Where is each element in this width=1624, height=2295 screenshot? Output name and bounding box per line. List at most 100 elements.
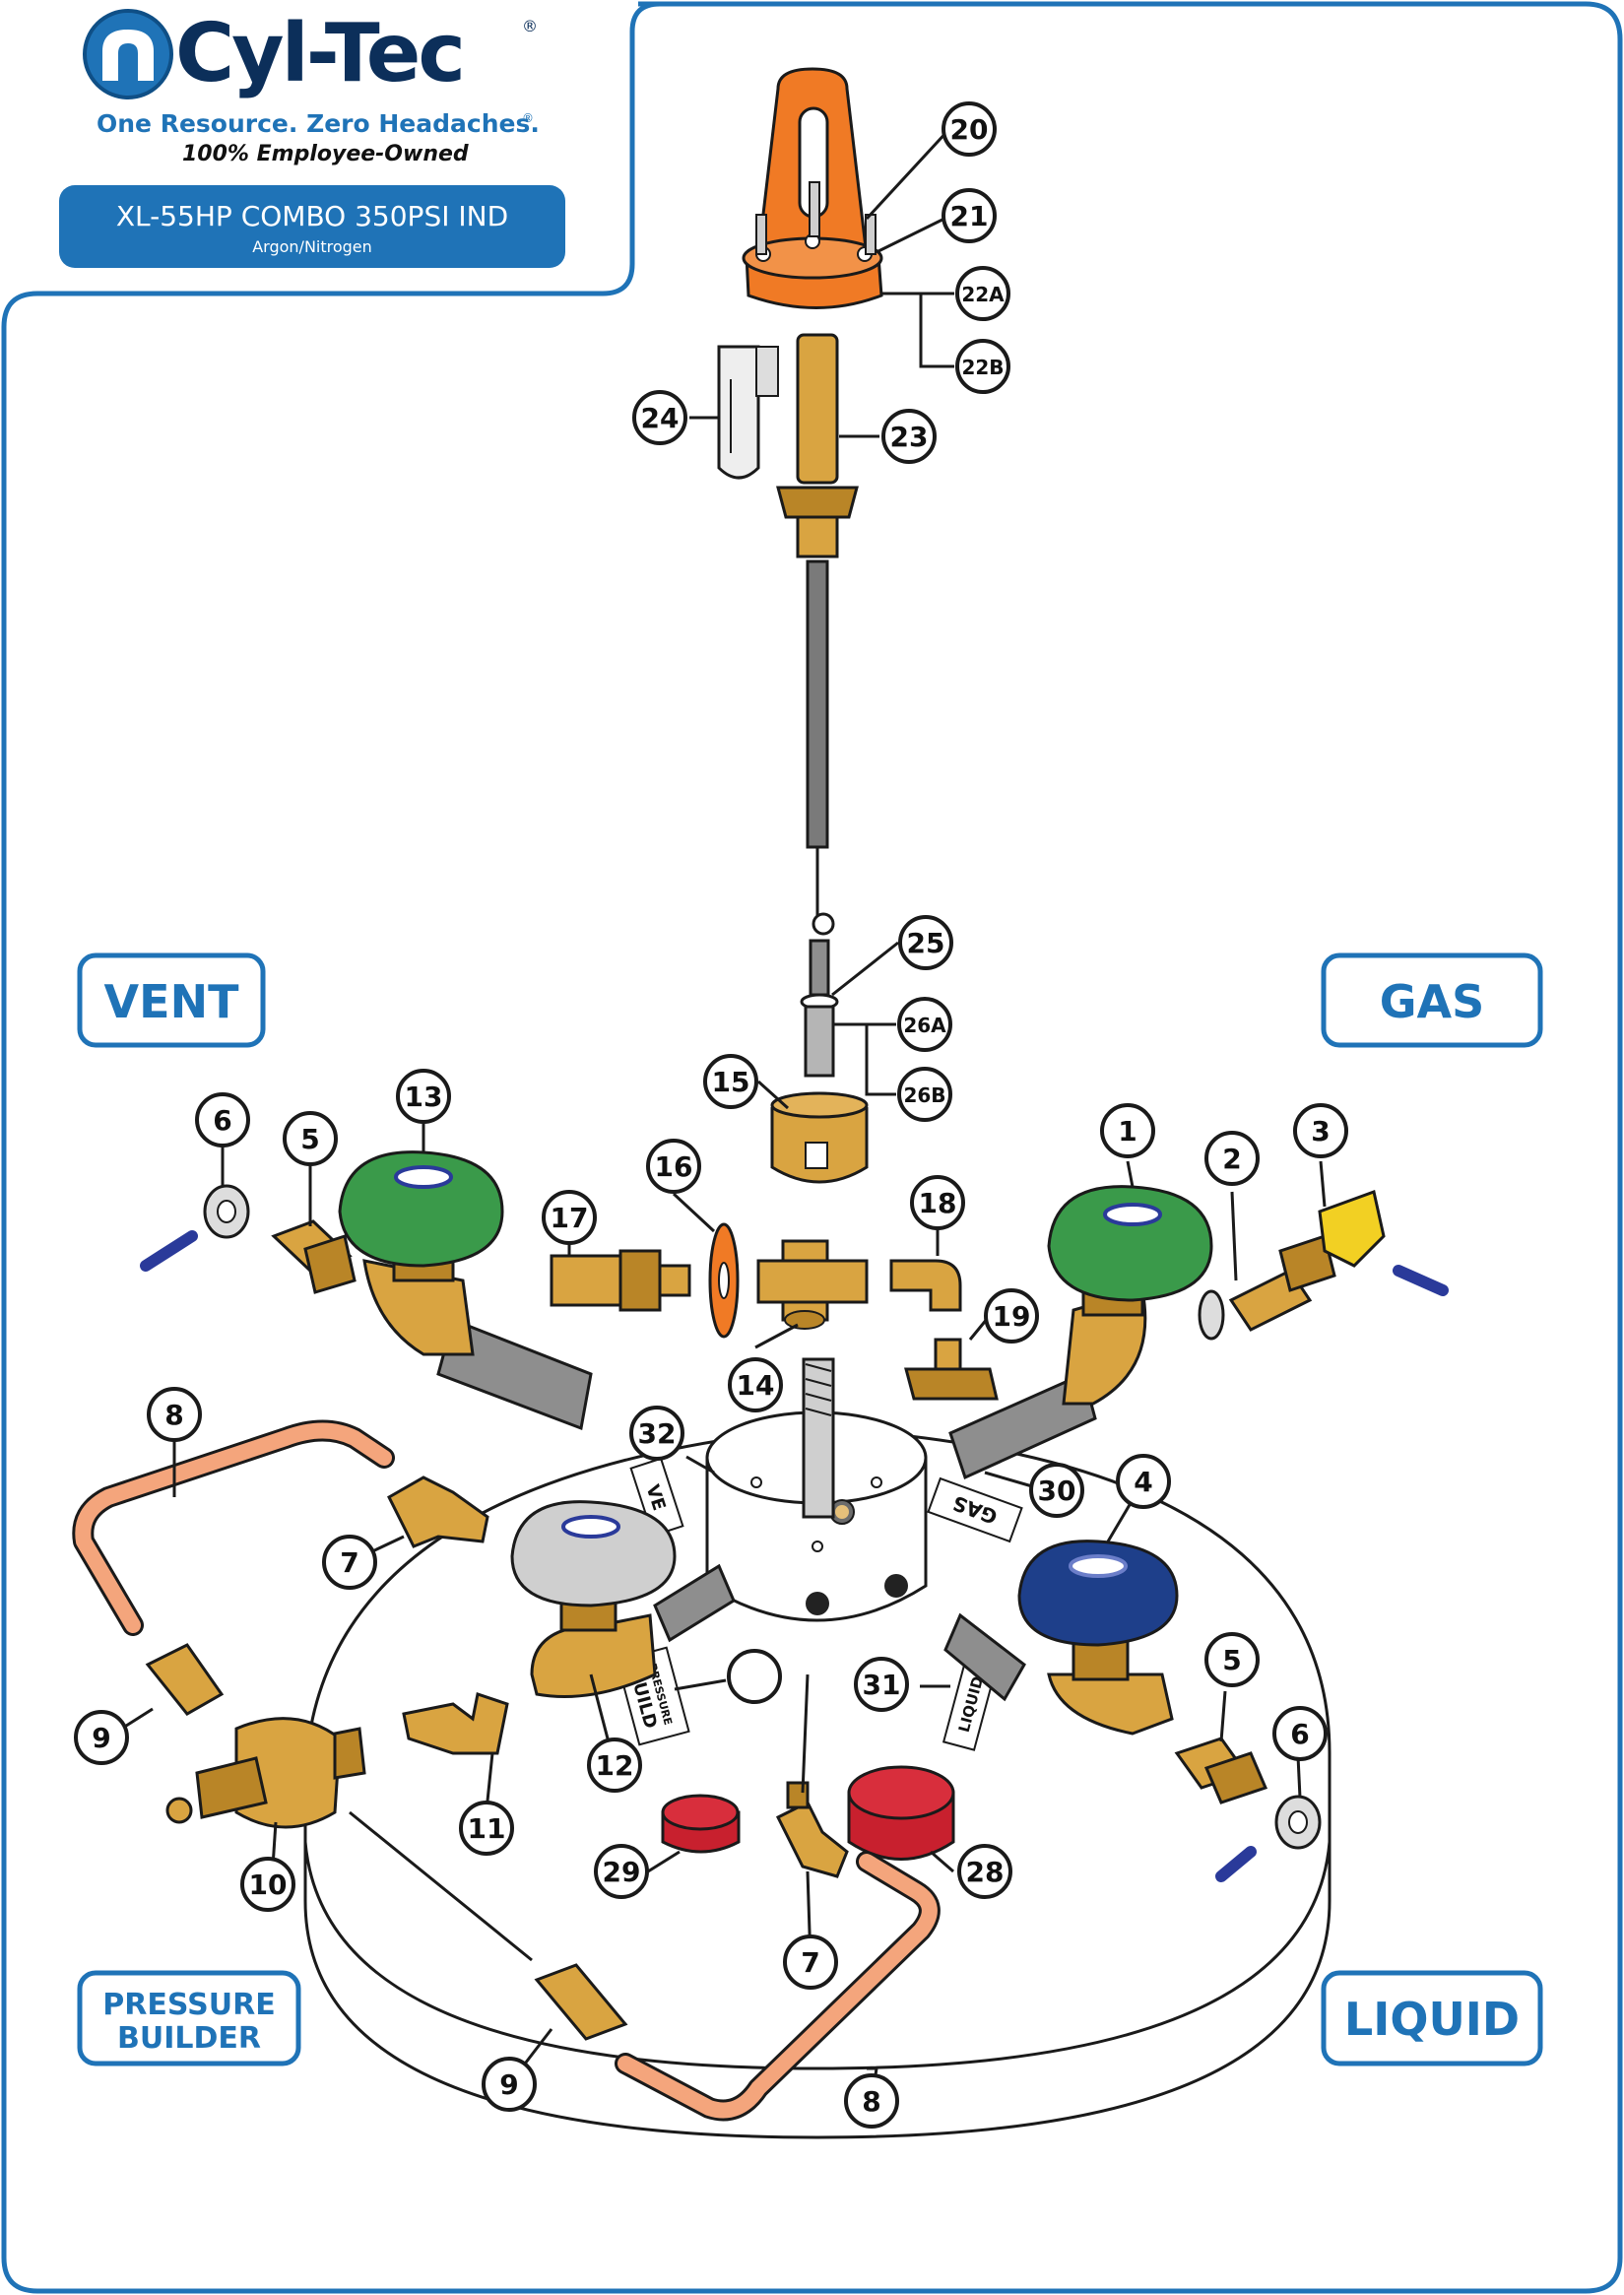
gas-keeper-tag xyxy=(1198,1190,1449,1341)
callout-5-liquid: 5 xyxy=(1204,1632,1260,1687)
callout-9-upper-text: 9 xyxy=(92,1722,110,1754)
cyl-tec-logo: Cyl-Tec ® xyxy=(83,7,538,100)
callout-6-liquid: 6 xyxy=(1272,1706,1328,1761)
callout-8-upper: 8 xyxy=(147,1387,202,1442)
callout-26a-text: 26A xyxy=(903,1014,946,1037)
callout-23: 23 xyxy=(881,409,937,464)
callout-11: 11 xyxy=(459,1801,514,1856)
copper-tube-left xyxy=(72,1419,395,1636)
callout-18-text: 18 xyxy=(919,1187,957,1219)
callout-27-text: 28 xyxy=(966,1856,1005,1888)
vent-connector xyxy=(271,1219,357,1294)
relief-cap-small xyxy=(661,1794,741,1854)
liquid-valve xyxy=(943,1540,1179,1736)
callout-20-text: 20 xyxy=(950,113,989,146)
tag-vent: VE xyxy=(629,1457,684,1538)
tag-gas: GAS xyxy=(927,1476,1023,1543)
callout-30-text: 31 xyxy=(863,1669,901,1701)
callout-17: 17 xyxy=(542,1190,597,1245)
manifold-block xyxy=(705,1357,928,1622)
callout-20: 20 xyxy=(942,101,997,157)
callout-2-text: 2 xyxy=(1222,1143,1241,1175)
pressure-regulator xyxy=(165,1717,366,1829)
callout-8-lower: 8 xyxy=(844,2073,899,2129)
callout-13-text: 13 xyxy=(405,1081,443,1113)
callout-21: 21 xyxy=(942,188,997,243)
copper-tube-right xyxy=(615,1851,941,2122)
callout-13: 13 xyxy=(396,1069,451,1124)
float-cup xyxy=(770,1091,869,1184)
callout-25-text: 25 xyxy=(907,927,945,959)
gas-valve xyxy=(948,1185,1213,1480)
gasket xyxy=(708,1222,740,1339)
callout-24-text: 24 xyxy=(641,402,680,434)
product-gases: Argon/Nitrogen xyxy=(252,237,372,256)
callout-18: 18 xyxy=(910,1175,965,1230)
callout-26a: 26A xyxy=(897,997,952,1052)
callout-31 xyxy=(727,1649,782,1704)
callout-16: 16 xyxy=(646,1139,701,1194)
gas-connector xyxy=(1228,1234,1336,1332)
section-vent-text: VENT xyxy=(104,975,240,1028)
callout-14: 14 xyxy=(728,1357,783,1412)
callout-3-text: 3 xyxy=(1311,1115,1330,1148)
callout-32-text: 32 xyxy=(638,1417,677,1450)
callout-9-lower-text: 9 xyxy=(499,2068,518,2101)
brand-name: Cyl-Tec xyxy=(175,7,463,100)
connector-upper xyxy=(145,1643,225,1716)
callout-11-text: 11 xyxy=(468,1812,506,1845)
callout-26b-text: 26B xyxy=(903,1083,945,1107)
section-label-liquid: LIQUID xyxy=(1321,1970,1543,2066)
callout-14-text: 14 xyxy=(737,1369,775,1402)
callout-6-vent: 6 xyxy=(195,1092,250,1148)
gauge-indicator-card xyxy=(717,345,779,480)
callout-5-vent: 5 xyxy=(283,1111,338,1166)
callout-19-text: 19 xyxy=(993,1300,1031,1333)
callout-2: 2 xyxy=(1204,1131,1260,1186)
callout-29-text: 30 xyxy=(1038,1475,1076,1507)
callout-19: 19 xyxy=(984,1288,1039,1344)
callout-7-upper: 7 xyxy=(322,1535,377,1590)
callout-3: 3 xyxy=(1293,1103,1348,1158)
section-pressure-builder-line2: BUILDER xyxy=(117,2021,261,2056)
brand-registered-mark: ® xyxy=(522,17,538,35)
callout-22b: 22B xyxy=(955,339,1010,394)
liquid-connector xyxy=(1174,1737,1268,1804)
callout-10-text: 10 xyxy=(249,1869,288,1901)
level-gauge-stem xyxy=(776,333,859,1078)
callout-15-text: 15 xyxy=(712,1066,750,1098)
callout-22b-text: 22B xyxy=(961,356,1004,379)
hex-plug xyxy=(904,1338,999,1401)
callout-9-lower: 9 xyxy=(482,2057,537,2112)
pressure-build-valve xyxy=(510,1500,736,1698)
street-elbow-11 xyxy=(402,1692,509,1755)
section-label-vent: VENT xyxy=(77,952,266,1048)
callout-25: 25 xyxy=(898,915,953,970)
callout-21-text: 21 xyxy=(950,200,989,232)
callout-27: 28 xyxy=(957,1844,1012,1899)
relief-cap-large xyxy=(847,1765,955,1861)
callout-10: 10 xyxy=(240,1857,295,1912)
callout-32: 32 xyxy=(629,1406,684,1461)
callout-17-text: 17 xyxy=(551,1202,589,1234)
callout-4-text: 4 xyxy=(1134,1466,1152,1498)
callout-22a: 22A xyxy=(955,266,1010,321)
section-liquid-text: LIQUID xyxy=(1344,1993,1520,2046)
callout-8-upper-text: 8 xyxy=(164,1399,183,1431)
elbow-upper xyxy=(387,1475,489,1548)
callout-30: 31 xyxy=(854,1657,909,1712)
callout-12: 12 xyxy=(587,1738,642,1793)
product-model: XL-55HP COMBO 350PSI IND xyxy=(116,200,508,232)
callout-12-text: 12 xyxy=(596,1749,634,1782)
callout-7-lower: 7 xyxy=(783,1934,838,1990)
connector-lower xyxy=(534,1963,628,2041)
product-badge: XL-55HP COMBO 350PSI IND Argon/Nitrogen xyxy=(59,185,565,268)
callout-5-liquid-text: 5 xyxy=(1222,1644,1241,1676)
callout-1-text: 1 xyxy=(1118,1115,1137,1148)
section-label-pressure-builder: PRESSURE BUILDER xyxy=(77,1970,301,2066)
callout-1: 1 xyxy=(1100,1103,1155,1158)
callout-16-text: 16 xyxy=(655,1150,693,1183)
callout-28: 29 xyxy=(594,1844,649,1899)
vent-washer-with-pin xyxy=(140,1184,250,1272)
section-gas-text: GAS xyxy=(1380,975,1485,1028)
